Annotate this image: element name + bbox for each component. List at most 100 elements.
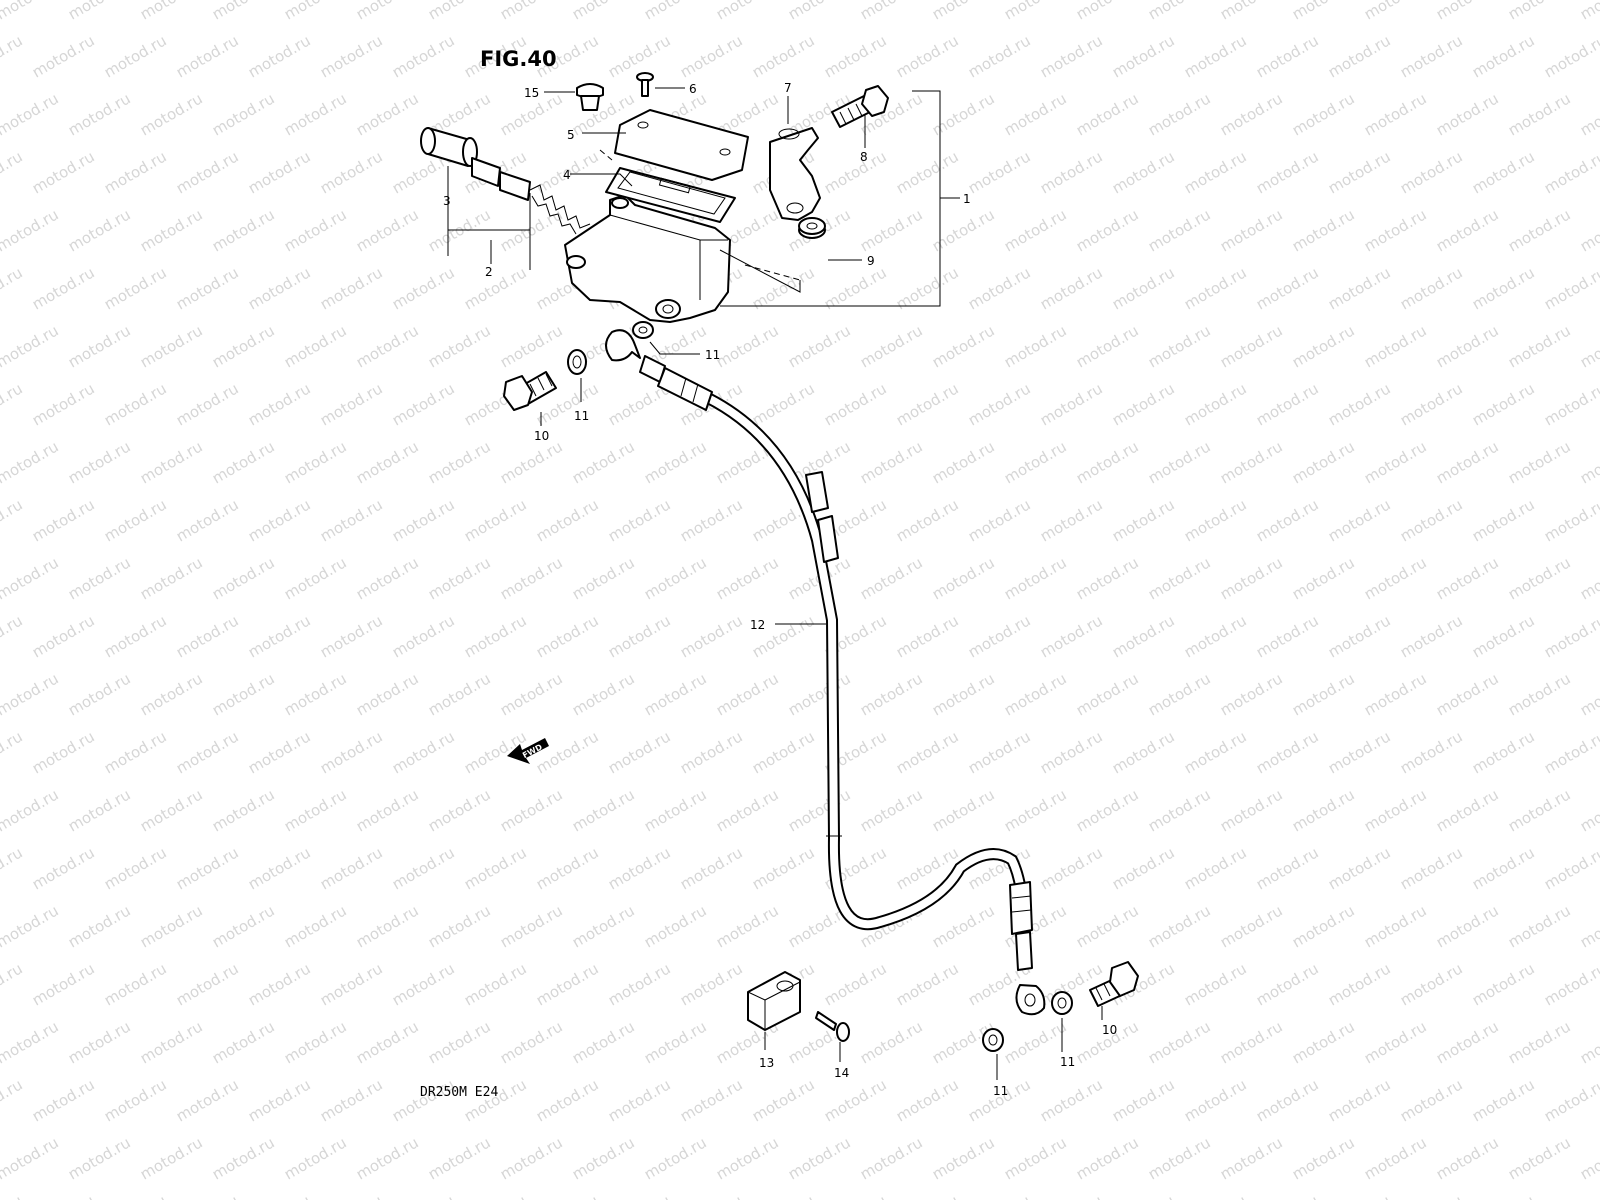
watermark-text: motod.ru bbox=[1541, 31, 1600, 81]
watermark-text: motod.ru bbox=[173, 1191, 242, 1200]
watermark-text: motod.ru bbox=[281, 0, 350, 23]
watermark-text: motod.ru bbox=[641, 785, 710, 835]
union-bolt-upper bbox=[503, 371, 557, 411]
watermark-text: motod.ru bbox=[1037, 31, 1106, 81]
watermark-text: motod.ru bbox=[605, 1191, 674, 1200]
watermark-text: motod.ru bbox=[1073, 785, 1142, 835]
watermark-text: motod.ru bbox=[281, 89, 350, 139]
watermark-text: motod.ru bbox=[1541, 727, 1600, 777]
watermark-text: motod.ru bbox=[677, 727, 746, 777]
watermark-text: motod.ru bbox=[1217, 901, 1286, 951]
watermark-text: motod.ru bbox=[0, 611, 26, 661]
watermark-text: motod.ru bbox=[0, 31, 26, 81]
watermark-text: motod.ru bbox=[569, 437, 638, 487]
watermark-text: motod.ru bbox=[1505, 89, 1574, 139]
watermark-text: motod.ru bbox=[1145, 1017, 1214, 1067]
watermark-text: motod.ru bbox=[1181, 959, 1250, 1009]
watermark-text: motod.ru bbox=[569, 669, 638, 719]
watermark-text: motod.ru bbox=[1181, 1075, 1250, 1125]
clamp-screw bbox=[815, 1011, 850, 1042]
watermark-text: motod.ru bbox=[0, 89, 62, 139]
watermark-text: motod.ru bbox=[893, 959, 962, 1009]
callout-10-upper: 10 bbox=[534, 429, 549, 443]
callouts: 15 6 5 4 3 2 7 8 1 9 11 10 11 12 10 11 1… bbox=[443, 81, 1117, 1098]
watermark-text: motod.ru bbox=[893, 611, 962, 661]
watermark-text: motod.ru bbox=[1073, 205, 1142, 255]
watermark-text: motod.ru bbox=[1325, 1191, 1394, 1200]
watermark-text: motod.ru bbox=[1109, 1191, 1178, 1200]
watermark-text: motod.ru bbox=[1577, 669, 1600, 719]
watermark-text: motod.ru bbox=[1289, 0, 1358, 23]
watermark-text: motod.ru bbox=[1037, 1075, 1106, 1125]
watermark-text: motod.ru bbox=[1181, 379, 1250, 429]
watermark-text: motod.ru bbox=[1325, 31, 1394, 81]
watermark-text: motod.ru bbox=[245, 611, 314, 661]
watermark-text: motod.ru bbox=[857, 321, 926, 371]
watermark-text: motod.ru bbox=[317, 843, 386, 893]
watermark-text: motod.ru bbox=[641, 1017, 710, 1067]
watermark-text: motod.ru bbox=[0, 147, 26, 197]
watermark-text: motod.ru bbox=[713, 1133, 782, 1183]
watermark-text: motod.ru bbox=[0, 0, 62, 23]
watermark-text: motod.ru bbox=[1289, 553, 1358, 603]
watermark-text: motod.ru bbox=[317, 379, 386, 429]
watermark-text: motod.ru bbox=[101, 495, 170, 545]
watermark-text: motod.ru bbox=[677, 843, 746, 893]
watermark-text: motod.ru bbox=[1037, 843, 1106, 893]
watermark-text: motod.ru bbox=[137, 901, 206, 951]
watermark-text: motod.ru bbox=[1217, 669, 1286, 719]
watermark-text: motod.ru bbox=[677, 1191, 746, 1200]
watermark-text: motod.ru bbox=[641, 1133, 710, 1183]
watermark-text: motod.ru bbox=[497, 785, 566, 835]
watermark-text: motod.ru bbox=[1325, 727, 1394, 777]
watermark-text: motod.ru bbox=[1109, 611, 1178, 661]
watermark-text: motod.ru bbox=[1397, 611, 1466, 661]
watermark-text: motod.ru bbox=[713, 901, 782, 951]
watermark-text: motod.ru bbox=[569, 901, 638, 951]
watermark-text: motod.ru bbox=[1361, 785, 1430, 835]
watermark-text: motod.ru bbox=[1073, 0, 1142, 23]
cap-screw bbox=[636, 72, 654, 97]
watermark-text: motod.ru bbox=[173, 263, 242, 313]
watermark-text: motod.ru bbox=[209, 1133, 278, 1183]
watermark-text: motod.ru bbox=[1001, 669, 1070, 719]
watermark-text: motod.ru bbox=[497, 669, 566, 719]
watermark-text: motod.ru bbox=[65, 437, 134, 487]
watermark-text: motod.ru bbox=[1505, 1017, 1574, 1067]
watermark-text: motod.ru bbox=[965, 147, 1034, 197]
watermark-text: motod.ru bbox=[1001, 0, 1070, 23]
watermark-text: motod.ru bbox=[641, 437, 710, 487]
watermark-text: motod.ru bbox=[1253, 1191, 1322, 1200]
watermark-text: motod.ru bbox=[929, 205, 998, 255]
watermark-text: motod.ru bbox=[1433, 901, 1502, 951]
watermark-text: motod.ru bbox=[1109, 843, 1178, 893]
watermark-text: motod.ru bbox=[1541, 843, 1600, 893]
watermark-text: motod.ru bbox=[281, 901, 350, 951]
watermark-text: motod.ru bbox=[1289, 785, 1358, 835]
watermark-text: motod.ru bbox=[1253, 959, 1322, 1009]
watermark-text: motod.ru bbox=[929, 437, 998, 487]
watermark-text: motod.ru bbox=[1433, 437, 1502, 487]
watermark-text: motod.ru bbox=[1037, 727, 1106, 777]
watermark-text: motod.ru bbox=[317, 263, 386, 313]
watermark-text: motod.ru bbox=[1217, 553, 1286, 603]
watermark-text: motod.ru bbox=[173, 959, 242, 1009]
watermark-text: motod.ru bbox=[1145, 205, 1214, 255]
watermark-text: motod.ru bbox=[1577, 1133, 1600, 1183]
callout-11-upper-left: 11 bbox=[574, 409, 589, 423]
watermark-text: motod.ru bbox=[137, 553, 206, 603]
callout-13: 13 bbox=[759, 1056, 774, 1070]
watermark-text: motod.ru bbox=[425, 785, 494, 835]
watermark-text: motod.ru bbox=[461, 1075, 530, 1125]
watermark-text: motod.ru bbox=[1145, 0, 1214, 23]
watermark-text: motod.ru bbox=[1181, 31, 1250, 81]
watermark-text: motod.ru bbox=[1505, 785, 1574, 835]
watermark-text: motod.ru bbox=[0, 959, 26, 1009]
watermark-text: motod.ru bbox=[245, 147, 314, 197]
watermark-text: motod.ru bbox=[353, 785, 422, 835]
watermark-text: motod.ru bbox=[1001, 1133, 1070, 1183]
reservoir-cap bbox=[614, 109, 749, 181]
watermark-text: motod.ru bbox=[209, 205, 278, 255]
watermark-text: motod.ru bbox=[965, 611, 1034, 661]
